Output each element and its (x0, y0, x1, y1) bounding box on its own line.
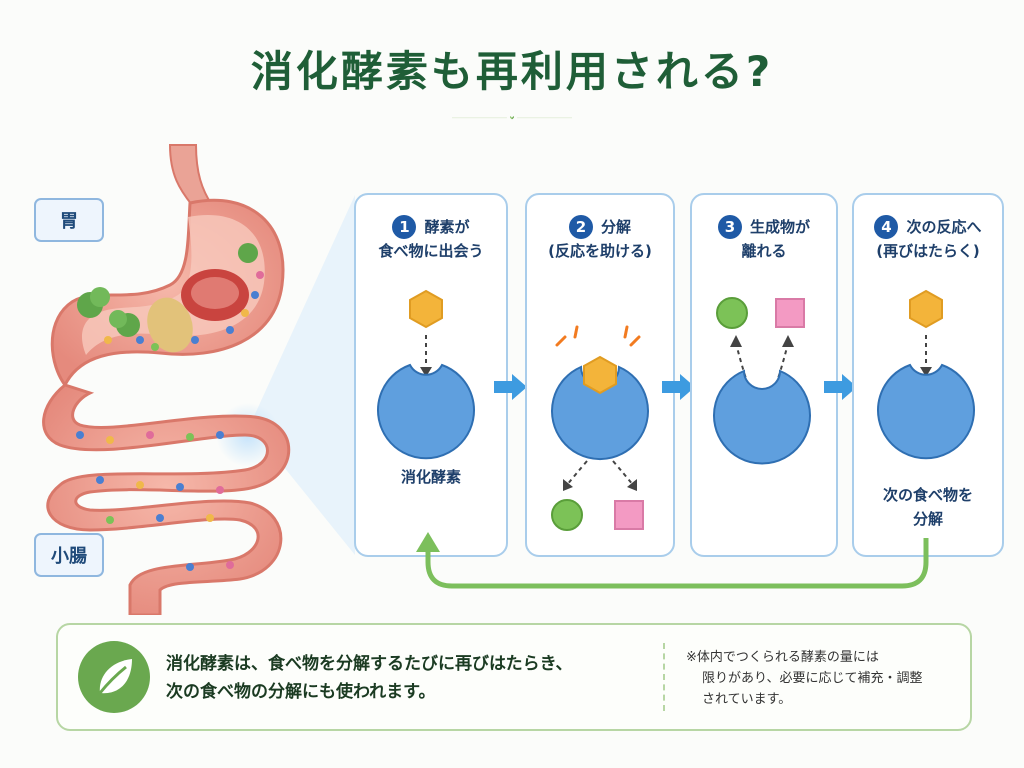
sprout-icon (509, 116, 515, 120)
enzyme-icon (877, 363, 975, 460)
step-1-number: 1 (392, 215, 417, 239)
intestine-particles (76, 431, 234, 571)
step-1-panel: 1 酵素が 食べ物に出会う 消化酵素 (354, 193, 508, 557)
arrow-right-icon (824, 374, 857, 400)
title-divider (452, 116, 572, 120)
footnote-line-1: ※体内でつくられる酵素の量には (686, 650, 879, 665)
step-4-panel: 4 次の反応へ (再びはたらく) 次の食べ物を 分解 (852, 193, 1004, 557)
footnote-line-3: されています。 (702, 692, 792, 707)
step-1-title: 酵素が (424, 218, 470, 236)
stomach-label: 胃 (34, 198, 104, 242)
circle-product-icon (716, 297, 748, 329)
step-2-panel: 2 分解 (反応を助ける) (525, 193, 675, 557)
step-1-subtitle: 食べ物に出会う (378, 242, 484, 260)
step-4-caption-line1: 次の食べ物を (882, 486, 973, 504)
step-3-title: 生成物が (749, 218, 810, 236)
enzyme-icon (377, 363, 475, 460)
footnote-line-2: 限りがあり、必要に応じて補充・調整 (702, 671, 923, 686)
summary-message: 消化酵素は、食べ物を分解するたびに再びはたらき、 次の食べ物の分解にも使われます… (166, 650, 646, 706)
small-intestine-label: 小腸 (34, 533, 104, 577)
hexagon-substrate-icon (583, 355, 617, 395)
arrow-right-icon (494, 374, 527, 400)
step-4-number: 4 (874, 215, 899, 239)
food-contents (77, 243, 258, 353)
step-4-caption-line2: 分解 (912, 510, 943, 528)
footnote: ※体内でつくられる酵素の量には 限りがあり、必要に応じて補充・調整 されています… (686, 647, 956, 710)
step-2-title: 分解 (600, 218, 631, 236)
step-4-title: 次の反応へ (906, 218, 982, 236)
hexagon-substrate-icon (409, 289, 443, 329)
step-4-subtitle: (再びはたらく) (876, 242, 980, 260)
step-2-subtitle: (反応を助ける) (548, 242, 652, 260)
step-3-panel: 3 生成物が 離れる (690, 193, 838, 557)
reaction-spark-icon (555, 325, 641, 347)
leaf-icon (78, 641, 150, 713)
square-product-icon (614, 500, 644, 530)
summary-line-2: 次の食べ物の分解にも使われます。 (166, 682, 436, 702)
summary-note: 消化酵素は、食べ物を分解するたびに再びはたらき、 次の食べ物の分解にも使われます… (56, 623, 972, 731)
step-3-number: 3 (717, 215, 742, 239)
enzyme-particles (104, 271, 264, 351)
step-3-subtitle: 離れる (741, 242, 787, 260)
circle-product-icon (551, 499, 583, 531)
step-4-caption: 次の食べ物を 分解 (854, 483, 1002, 531)
square-product-icon (775, 298, 805, 328)
magnify-beam (250, 195, 355, 555)
note-divider (663, 643, 665, 711)
hexagon-substrate-icon (909, 289, 943, 329)
small-intestine (42, 383, 291, 615)
arrow-right-icon (662, 374, 695, 400)
enzyme-icon (713, 369, 811, 465)
step-2-number: 2 (568, 215, 593, 239)
enzyme-caption: 消化酵素 (400, 468, 461, 486)
summary-line-1: 消化酵素は、食べ物を分解するたびに再びはたらき、 (166, 654, 573, 674)
page-title: 消化酵素も再利用される? (250, 47, 774, 96)
digestive-tract-illustration (42, 144, 355, 615)
esophagus (168, 144, 214, 206)
